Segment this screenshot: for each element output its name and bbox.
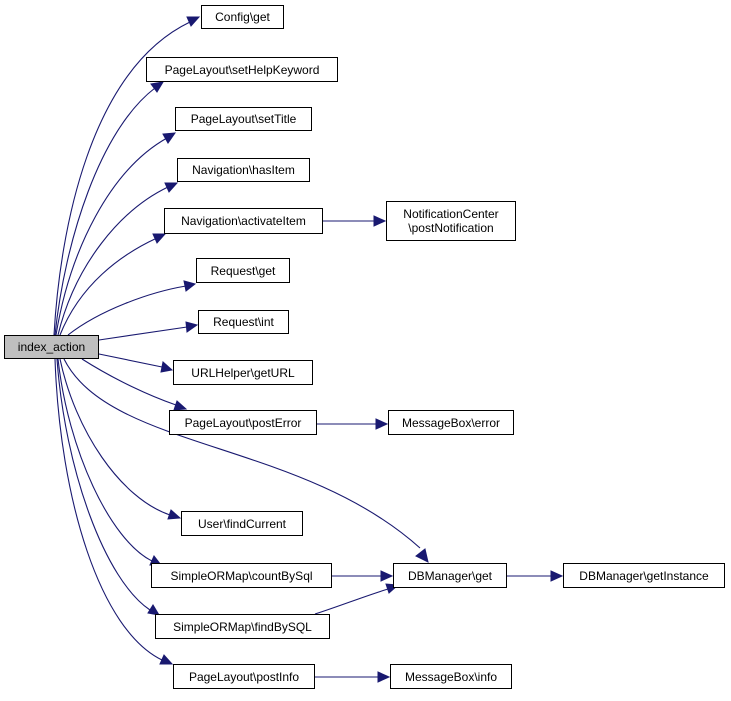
node-message-box-error[interactable]: MessageBox\error [388, 410, 514, 435]
node-db-manager-get[interactable]: DBManager\get [393, 563, 507, 588]
arrowhead-config-get [186, 16, 201, 27]
edge-root-request-int [98, 326, 188, 341]
node-label: Navigation\hasItem [192, 163, 295, 177]
node-db-manager-get-instance[interactable]: DBManager\getInstance [563, 563, 725, 588]
node-nav-activate-item[interactable]: Navigation\activateItem [164, 208, 323, 234]
node-label: index_action [17, 340, 86, 354]
edge-root-request-get [67, 285, 187, 336]
node-index-action: index_action [4, 335, 99, 359]
edge-root-set-title [55, 137, 168, 336]
node-count-by-sql[interactable]: SimpleORMap\countBySql [151, 563, 332, 588]
edge-root-count-by-sql [57, 358, 153, 562]
node-config-get[interactable]: Config\get [201, 5, 284, 29]
edge-find-by-sql-db-manager-get [314, 588, 389, 615]
arrowhead-find-by-sql [147, 604, 160, 616]
arrowhead-post-error [173, 400, 188, 411]
arrowhead-request-int [185, 321, 199, 333]
edge-root-has-item [57, 186, 169, 336]
node-notification-post[interactable]: NotificationCenter \postNotification [386, 201, 516, 241]
node-label: URLHelper\getURL [191, 365, 295, 380]
node-label: SimpleORMap\findBySQL [173, 619, 312, 634]
node-label: User\findCurrent [197, 516, 287, 531]
arrowhead-post-info [159, 654, 174, 665]
arrowhead-post-notification [373, 215, 387, 227]
node-set-help-keyword[interactable]: PageLayout\setHelpKeyword [146, 57, 338, 82]
arrowhead-url-helper [160, 361, 174, 373]
node-user-find-current[interactable]: User\findCurrent [181, 511, 303, 536]
node-request-get[interactable]: Request\get [196, 258, 290, 283]
node-request-int[interactable]: Request\int [198, 310, 289, 334]
edge-root-set-help-keyword [54, 87, 156, 336]
edge-root-user-find-current [59, 358, 171, 516]
node-url-helper-get-url[interactable]: URLHelper\getURL [173, 360, 313, 385]
node-label: NotificationCenter \postNotification [403, 207, 499, 235]
arrowhead-request-get [183, 280, 197, 292]
node-label: PageLayout\postInfo [188, 669, 300, 684]
node-label: Request\get [210, 263, 276, 278]
node-set-title[interactable]: PageLayout\setTitle [175, 107, 312, 131]
arrowhead-db-manager-get-instance [550, 570, 564, 582]
node-label: MessageBox\info [404, 669, 498, 684]
node-label: Navigation\activateItem [181, 214, 306, 228]
node-nav-has-item[interactable]: Navigation\hasItem [177, 158, 310, 182]
node-label: SimpleORMap\countBySql [170, 568, 313, 583]
node-label: MessageBox\error [401, 415, 501, 430]
node-label: PageLayout\setHelpKeyword [164, 62, 320, 77]
node-find-by-sql[interactable]: SimpleORMap\findBySQL [155, 614, 330, 639]
arrowhead-user-find-current [167, 509, 182, 520]
edge-root-activate-item [59, 237, 158, 336]
edge-root-find-by-sql [56, 358, 151, 611]
edge-root-url-helper [98, 353, 163, 368]
edge-root-config-get [53, 21, 191, 336]
node-label: PageLayout\postError [184, 415, 302, 430]
arrowhead-message-box-info [377, 671, 391, 683]
node-label: PageLayout\setTitle [190, 112, 297, 126]
node-label: Config\get [215, 10, 270, 24]
node-label: DBManager\getInstance [579, 568, 709, 583]
node-post-error[interactable]: PageLayout\postError [169, 410, 317, 435]
arrowhead-message-box-error [375, 418, 389, 430]
arrowhead-has-item [164, 182, 179, 193]
arrowhead-db-manager-get-top [415, 548, 429, 563]
arrowhead-set-title [162, 132, 177, 144]
node-label: Request\int [213, 315, 274, 329]
arrowhead-db-manager-get-left [380, 570, 394, 582]
edge-root-db-manager-get [63, 358, 421, 549]
node-message-box-info[interactable]: MessageBox\info [390, 664, 512, 689]
arrowhead-activate-item [152, 233, 167, 244]
edge-root-post-info [54, 358, 163, 661]
arrowhead-set-help-keyword [150, 81, 164, 93]
node-post-info[interactable]: PageLayout\postInfo [173, 664, 315, 689]
node-label: DBManager\get [407, 568, 493, 583]
edge-root-post-error [81, 358, 177, 406]
